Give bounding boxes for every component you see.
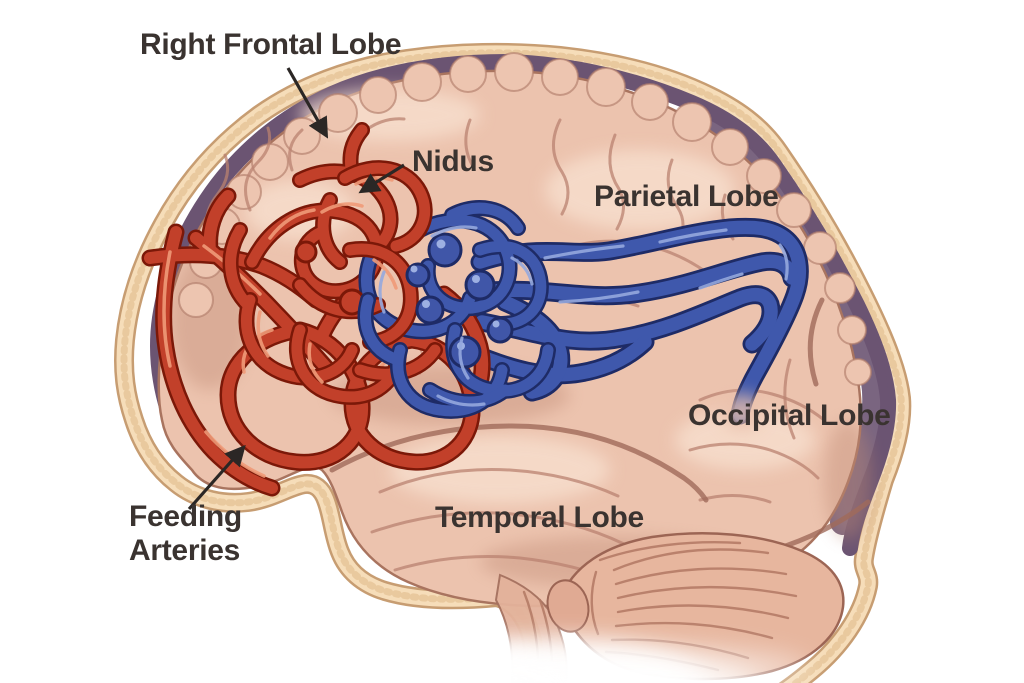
draining-veins <box>470 227 799 430</box>
label-right-frontal-lobe: Right Frontal Lobe <box>140 28 402 61</box>
right-frontal-lobe-arrow <box>286 67 329 139</box>
label-temporal-lobe: Temporal Lobe <box>435 501 644 534</box>
label-nidus: Nidus <box>412 145 494 178</box>
label-occipital-lobe: Occipital Lobe <box>688 399 891 432</box>
nidus-arrow <box>358 163 405 194</box>
label-parietal-lobe: Parietal Lobe <box>594 180 779 213</box>
feeding-arteries-arrow <box>187 444 246 511</box>
annotation-arrows <box>187 67 405 511</box>
bottom-fade <box>381 640 810 683</box>
nidus-tangle <box>231 130 548 411</box>
label-feeding-arteries: Feeding Arteries <box>129 500 242 567</box>
